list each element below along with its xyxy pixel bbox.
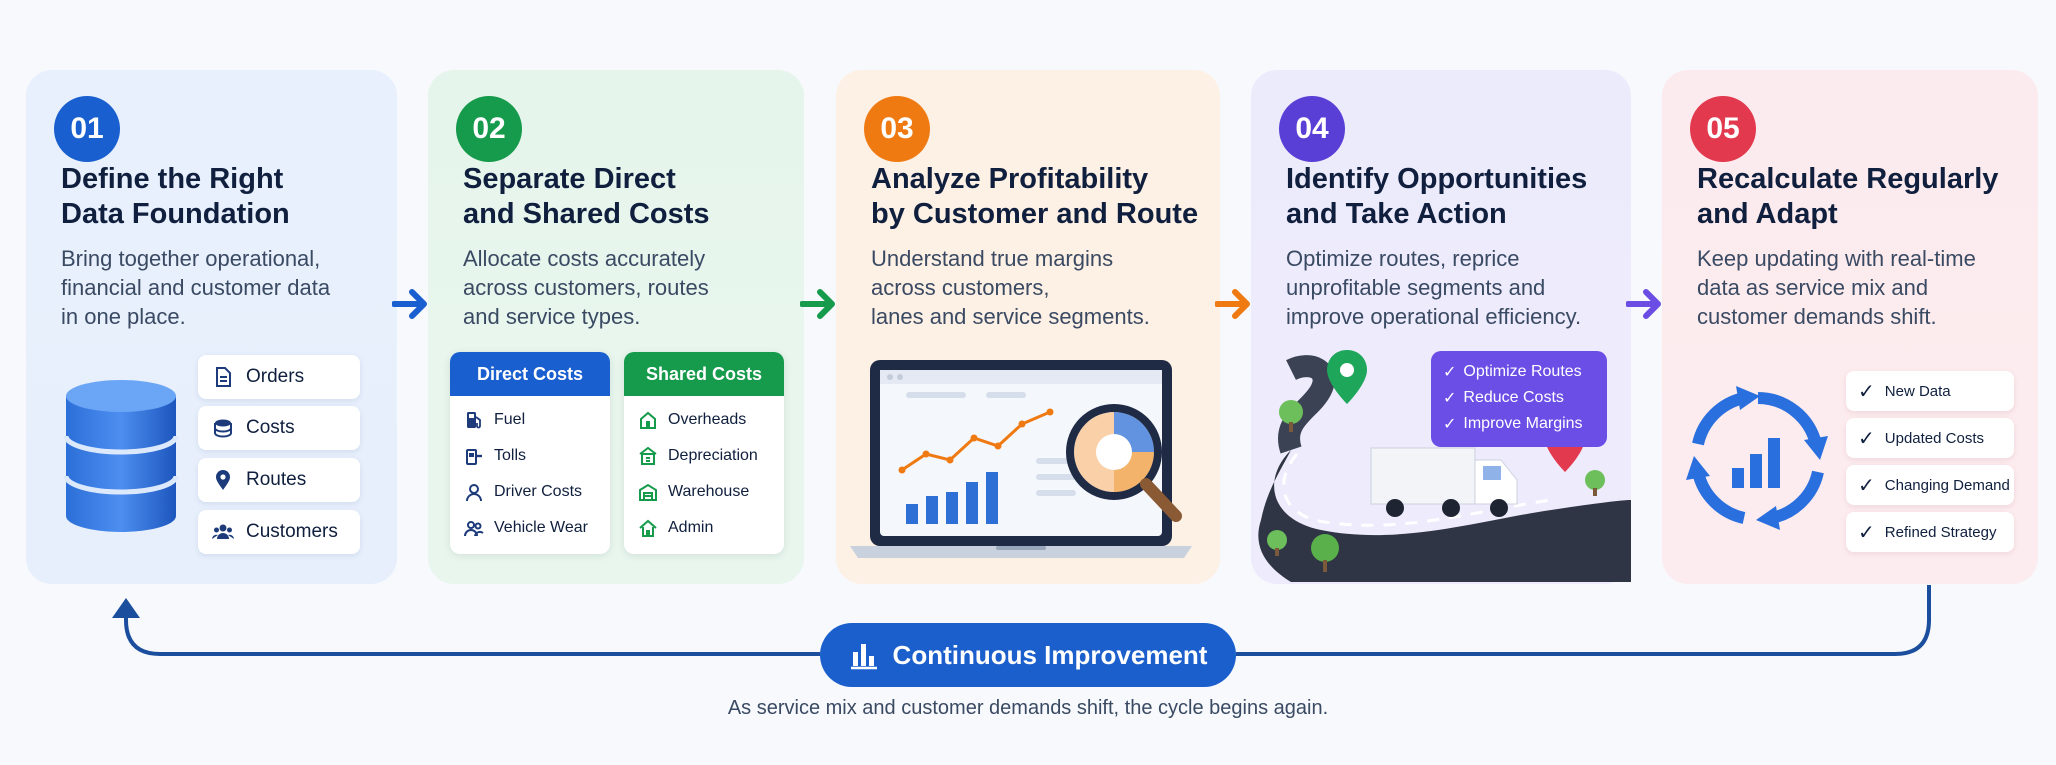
update-item: ✓Refined Strategy	[1846, 512, 2014, 552]
action-list: ✓Optimize Routes ✓Reduce Costs ✓Improve …	[1431, 351, 1607, 447]
data-source-routes: Routes	[198, 458, 360, 502]
check-icon: ✓	[1858, 380, 1875, 403]
step-number-badge: 05	[1690, 96, 1756, 162]
refresh-cycle-icon	[1686, 386, 1828, 530]
action-item: ✓Reduce Costs	[1443, 389, 1564, 407]
warehouse-icon	[639, 483, 657, 501]
step-description: Bring together operational,financial and…	[61, 246, 331, 329]
shared-cost-overheads: Overheads	[624, 402, 784, 438]
check-icon: ✓	[1858, 521, 1875, 544]
coins-icon	[214, 419, 232, 438]
direct-cost-vehicle-wear: Vehicle Wear	[450, 510, 610, 546]
action-item: ✓Improve Margins	[1443, 415, 1583, 433]
check-icon: ✓	[1858, 427, 1875, 450]
fuel-pump-icon	[467, 412, 481, 429]
bar-chart-icon	[850, 644, 877, 670]
laptop-analytics-illustration	[850, 360, 1192, 558]
shared-cost-depreciation: Depreciation	[624, 438, 784, 474]
office-icon	[639, 446, 657, 465]
shared-cost-admin: Admin	[624, 510, 784, 546]
arrow-right-icon	[1215, 289, 1250, 319]
shared-costs-header: Shared Costs	[624, 352, 784, 396]
shared-costs-panel: Shared Costs Overheads Depreciation Ware…	[624, 352, 784, 554]
step-number-badge: 03	[864, 96, 930, 162]
update-item: ✓New Data	[1846, 371, 2014, 411]
map-pin-icon	[216, 470, 230, 490]
document-icon	[216, 367, 231, 387]
data-source-costs: Costs	[198, 406, 360, 450]
shared-cost-warehouse: Warehouse	[624, 474, 784, 510]
step-number-badge: 01	[54, 96, 120, 162]
direct-costs-header: Direct Costs	[450, 352, 610, 396]
direct-costs-panel: Direct Costs Fuel Tolls Driver Costs Veh…	[450, 352, 610, 554]
check-icon: ✓	[1443, 390, 1457, 407]
step-number-badge: 04	[1279, 96, 1345, 162]
building-icon	[640, 411, 656, 429]
home-icon	[639, 519, 657, 537]
step-number-badge: 02	[456, 96, 522, 162]
data-source-customers: Customers	[198, 510, 360, 554]
update-item: ✓Changing Demand	[1846, 465, 2014, 505]
users-icon	[212, 524, 234, 539]
direct-cost-fuel: Fuel	[450, 402, 610, 438]
direct-cost-driver: Driver Costs	[450, 474, 610, 510]
database-icon	[63, 380, 179, 532]
continuous-improvement-badge: Continuous Improvement	[820, 623, 1236, 687]
direct-cost-tolls: Tolls	[450, 438, 610, 474]
data-source-orders: Orders	[198, 355, 360, 399]
check-icon: ✓	[1443, 416, 1457, 433]
check-icon: ✓	[1443, 364, 1457, 381]
wrench-group-icon	[464, 521, 484, 537]
action-item: ✓Optimize Routes	[1443, 363, 1582, 381]
driver-icon	[466, 484, 482, 502]
arrow-right-icon	[1626, 289, 1661, 319]
arrow-right-icon	[392, 289, 427, 319]
arrow-right-icon	[800, 289, 835, 319]
cycle-caption: As service mix and customer demands shif…	[727, 697, 1329, 719]
continuous-improvement-label: Continuous Improvement	[892, 639, 1208, 670]
toll-booth-icon	[466, 449, 482, 465]
update-item: ✓Updated Costs	[1846, 418, 2014, 458]
check-icon: ✓	[1858, 474, 1875, 497]
